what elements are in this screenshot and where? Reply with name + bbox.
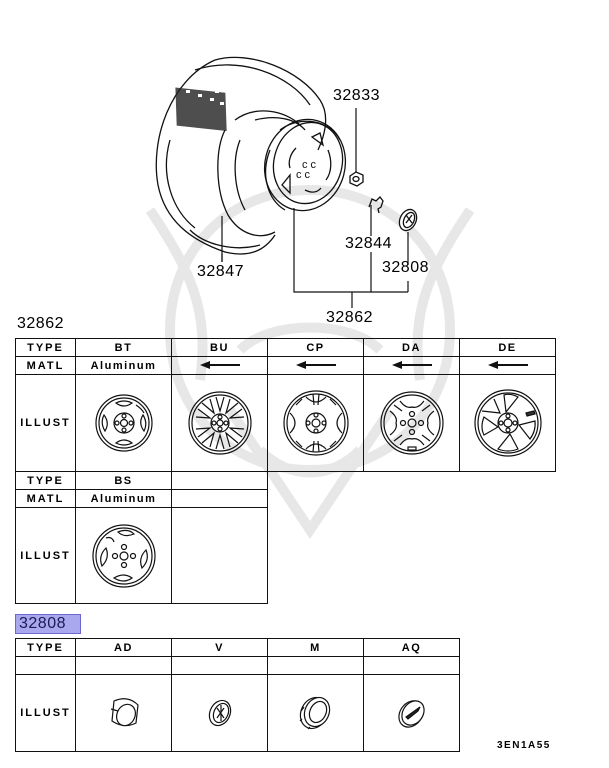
illust-cell-empty	[171, 507, 268, 604]
matl-cell-de	[459, 356, 556, 375]
illust-cell-de	[459, 374, 556, 472]
callout-32833: 32833	[333, 87, 380, 104]
cap-m-icon	[299, 696, 330, 730]
matl-row-2: MATL Aluminum	[15, 489, 556, 508]
illust-cell-bs	[75, 507, 172, 604]
type-row-2: TYPE BS	[15, 471, 556, 490]
center-cap-illustration	[398, 208, 418, 232]
illust-row: ILLUST	[15, 674, 460, 752]
illust-cell-v	[171, 674, 268, 752]
illust-cell-cp	[267, 374, 364, 472]
row-label-illust: ILLUST	[15, 507, 76, 604]
row-label-type: TYPE	[15, 471, 76, 490]
type-cell-da: DA	[363, 338, 460, 357]
matl-cell-empty	[171, 489, 268, 508]
wheel-nut-illustration	[349, 171, 364, 187]
svg-text:c c: c c	[296, 169, 311, 181]
illust-cell-bt	[75, 374, 172, 472]
row-label-matl: MATL	[15, 489, 76, 508]
type-row: TYPE BT BU CP DA DE	[15, 338, 556, 357]
cap-ad-icon	[110, 698, 139, 727]
matl-cell-bu	[171, 356, 268, 375]
blank-row	[15, 656, 460, 675]
type-cell-empty	[171, 471, 268, 490]
type-cell-aq: AQ	[363, 638, 460, 657]
wheel-illustration: c c c c	[263, 118, 347, 212]
illust-row: ILLUST	[15, 374, 556, 472]
callout-32844: 32844	[345, 235, 392, 252]
row-label-illust: ILLUST	[15, 374, 76, 472]
wheel-type-table: TYPE BT BU CP DA DE MATL Aluminum ILLUST	[15, 338, 556, 604]
section-label-32862: 32862	[17, 315, 64, 332]
row-label-type: TYPE	[15, 338, 76, 357]
callout-32808: 32808	[382, 259, 429, 276]
wheel-bt-icon	[94, 394, 153, 452]
wheel-bu-icon	[187, 391, 252, 455]
cap-v-icon	[208, 699, 231, 727]
matl-row: MATL Aluminum	[15, 356, 556, 375]
row-label-illust: ILLUST	[15, 674, 76, 752]
leader-lines	[221, 108, 409, 308]
illust-cell-m	[267, 674, 364, 752]
illust-cell-bu	[171, 374, 268, 472]
callout-32862: 32862	[326, 309, 373, 326]
illust-row-2: ILLUST	[15, 507, 556, 604]
valve-stem-illustration	[368, 196, 384, 214]
same-as-left-arrow-icon	[295, 360, 336, 369]
type-cell-v: V	[171, 638, 268, 657]
wheel-da-icon	[379, 391, 444, 455]
type-cell-cp: CP	[267, 338, 364, 357]
type-cell-de: DE	[459, 338, 556, 357]
type-cell-bu: BU	[171, 338, 268, 357]
illust-cell-da	[363, 374, 460, 472]
cap-type-table: TYPE AD V M AQ ILLUST	[15, 638, 460, 752]
callout-32847: 32847	[197, 263, 244, 280]
wheel-assembly-diagram: c c c c	[155, 56, 418, 308]
figure-code: 3EN1A55	[497, 740, 551, 751]
section-label-32808: 32808	[15, 614, 81, 634]
cap-aq-icon	[397, 700, 425, 728]
matl-cell-da	[363, 356, 460, 375]
row-label-type: TYPE	[15, 638, 76, 657]
type-cell-bs: BS	[75, 471, 172, 490]
same-as-left-arrow-icon	[199, 360, 240, 369]
matl-cell-bs: Aluminum	[75, 489, 172, 508]
type-cell-bt: BT	[75, 338, 172, 357]
matl-cell-bt: Aluminum	[75, 356, 172, 375]
svg-text:c c: c c	[302, 159, 317, 171]
type-cell-ad: AD	[75, 638, 172, 657]
wheel-de-icon	[473, 389, 542, 457]
wheel-cp-icon	[282, 390, 349, 456]
illust-cell-aq	[363, 674, 460, 752]
row-label-matl: MATL	[15, 356, 76, 375]
tire-illustration	[155, 56, 327, 255]
wheel-bs-icon	[91, 523, 156, 588]
type-cell-m: M	[267, 638, 364, 657]
same-as-left-arrow-icon	[391, 360, 432, 369]
matl-cell-cp	[267, 356, 364, 375]
same-as-left-arrow-icon	[487, 360, 528, 369]
type-row: TYPE AD V M AQ	[15, 638, 460, 657]
illust-cell-ad	[75, 674, 172, 752]
